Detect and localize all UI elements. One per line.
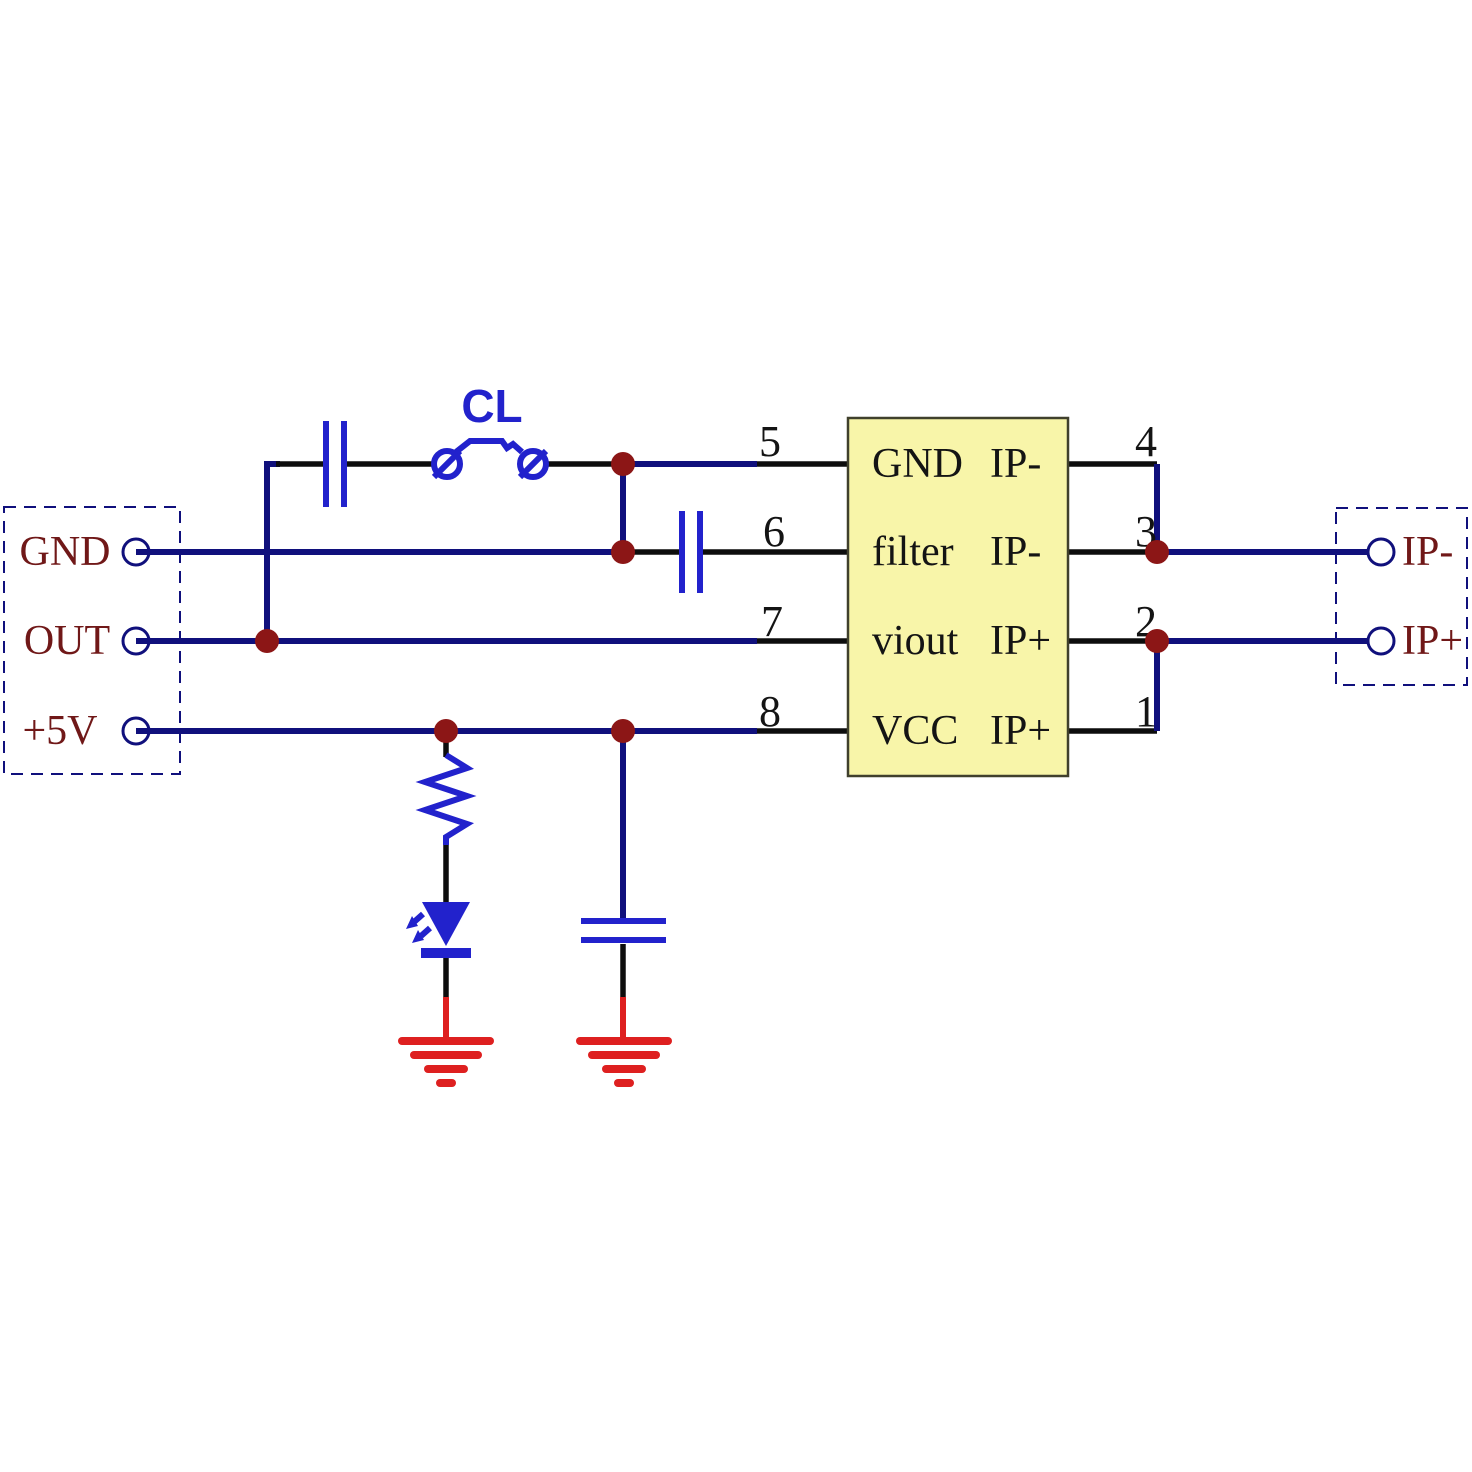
ic-pin-name-ip-minus-top: IP- (990, 441, 1041, 487)
resistor-zigzag (415, 752, 477, 845)
label-ip-plus: IP+ (1402, 618, 1463, 664)
jumper-pad-left-slash (431, 448, 463, 480)
filter-capacitor (679, 511, 703, 593)
ic-pin-name-viout: viout (872, 618, 959, 664)
right-connector: IP- IP+ (1335, 507, 1468, 686)
led-arrow-2-head (412, 930, 424, 943)
pin-number-5: 5 (759, 417, 781, 466)
ic-pin-name-ip-minus-bot: IP- (990, 529, 1041, 575)
ic-body (846, 416, 1070, 778)
jumper-pad-right-slash (517, 448, 549, 480)
ic-pin-name-vcc: VCC (872, 708, 958, 754)
ic-pin-name-ip-plus-top: IP+ (990, 618, 1051, 664)
ic-pin-name-filter: filter (872, 529, 954, 575)
junction-dot (611, 719, 635, 743)
junction-dot (1145, 629, 1169, 653)
pin-number-7: 7 (761, 597, 783, 646)
led-arrow-1-shaft (412, 911, 425, 925)
junction-dot (611, 452, 635, 476)
led-triangle (422, 902, 470, 946)
junction-dot (255, 629, 279, 653)
terminal-circle-ip-plus (1366, 626, 1396, 656)
junction-dots (255, 452, 1169, 743)
terminal-circle-ip-minus (1366, 537, 1396, 567)
ic-pin-name-ip-plus-bot: IP+ (990, 708, 1051, 754)
led-arrow-1-head (406, 916, 418, 929)
junction-dot (611, 540, 635, 564)
pin-number-6: 6 (763, 507, 785, 556)
label-out: OUT (24, 618, 110, 664)
wire-out-tap-elbow (264, 461, 280, 641)
led-branch (398, 731, 494, 1087)
ground-symbol-1 (398, 1037, 494, 1087)
ic-block: GND filter viout VCC IP- IP- IP+ IP+ 5 6… (759, 416, 1157, 778)
jumper-bridge (454, 438, 524, 455)
label-gnd: GND (20, 529, 111, 575)
ground-symbol-2 (576, 1037, 672, 1087)
led-arrow-2 (412, 925, 432, 943)
pin-number-1: 1 (1135, 687, 1157, 736)
pin-number-8: 8 (759, 687, 781, 736)
pin-number-4: 4 (1135, 417, 1157, 466)
jumper-pad-left (431, 448, 463, 480)
led-cathode-bar (421, 948, 471, 958)
led-arrow-1 (406, 911, 425, 929)
right-connector-box (1335, 507, 1468, 686)
junction-dot (1145, 540, 1169, 564)
ic-pin-name-gnd: GND (872, 441, 963, 487)
series-capacitor (323, 421, 347, 507)
led-arrow-2-shaft (419, 925, 432, 939)
label-5v: +5V (22, 708, 97, 754)
cl-jumper: CL (431, 380, 549, 480)
label-ip-minus: IP- (1402, 529, 1453, 575)
decoupling-cap-branch (576, 918, 672, 1087)
junction-dot (434, 719, 458, 743)
jumper-pad-right (517, 448, 549, 480)
cl-label: CL (461, 380, 522, 432)
